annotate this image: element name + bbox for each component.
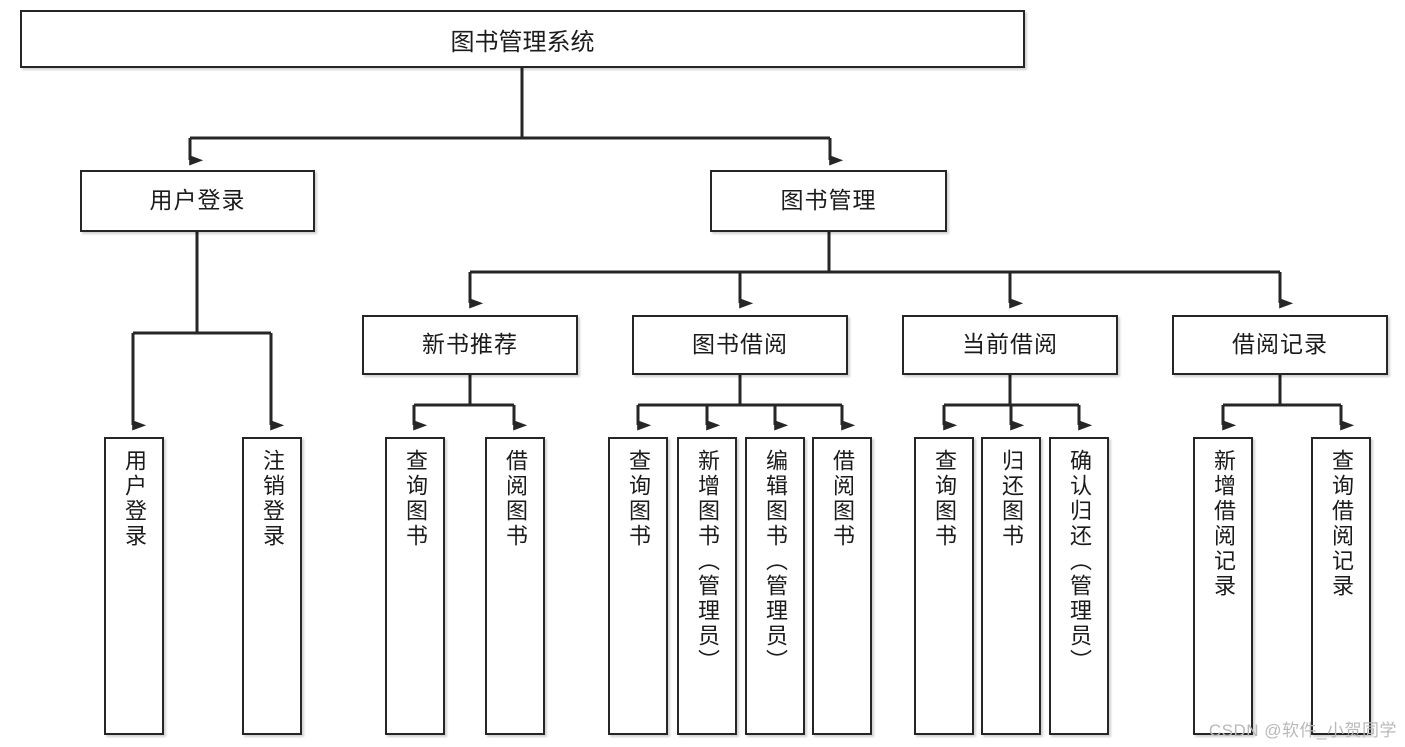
node-borrow-record[interactable]: 借阅记录: [1172, 315, 1388, 375]
leaf-new-book-query[interactable]: 查询图书: [385, 437, 445, 735]
leaf-current-borrow-confirm[interactable]: 确认归还（管理员）: [1049, 437, 1109, 735]
leaf-current-borrow-return[interactable]: 归还图书: [981, 437, 1041, 735]
leaf-new-book-borrow[interactable]: 借阅图书: [485, 437, 545, 735]
leaf-user-login-login[interactable]: 用户登录: [104, 437, 164, 735]
leaf-label: 归还图书: [999, 449, 1024, 549]
leaf-label: 确认归还（管理员）: [1067, 449, 1092, 674]
leaf-label: 新增借阅记录: [1211, 449, 1236, 599]
leaf-user-login-logout[interactable]: 注销登录: [242, 437, 302, 735]
leaf-book-borrow-query[interactable]: 查询图书: [608, 437, 668, 735]
node-user-login[interactable]: 用户登录: [80, 170, 315, 232]
node-current-borrow[interactable]: 当前借阅: [902, 315, 1118, 375]
node-root-system[interactable]: 图书管理系统: [20, 10, 1025, 68]
leaf-borrow-record-add[interactable]: 新增借阅记录: [1193, 437, 1253, 735]
leaf-book-borrow-borrow[interactable]: 借阅图书: [812, 437, 872, 735]
leaf-borrow-record-query[interactable]: 查询借阅记录: [1311, 437, 1371, 735]
leaf-label: 查询借阅记录: [1329, 449, 1354, 599]
leaf-label: 用户登录: [122, 449, 147, 549]
leaf-label: 借阅图书: [503, 449, 528, 549]
leaf-label: 注销登录: [260, 449, 285, 549]
leaf-label: 查询图书: [932, 449, 957, 549]
node-new-book-recommend[interactable]: 新书推荐: [362, 315, 578, 375]
leaf-book-borrow-add[interactable]: 新增图书（管理员）: [677, 437, 737, 735]
node-book-management[interactable]: 图书管理: [710, 170, 947, 232]
leaf-book-borrow-edit[interactable]: 编辑图书（管理员）: [745, 437, 805, 735]
leaf-label: 查询图书: [403, 449, 428, 549]
leaf-label: 编辑图书（管理员）: [763, 449, 788, 674]
leaf-label: 查询图书: [626, 449, 651, 549]
leaf-label: 借阅图书: [830, 449, 855, 549]
node-book-borrow[interactable]: 图书借阅: [632, 315, 848, 375]
leaf-current-borrow-query[interactable]: 查询图书: [914, 437, 974, 735]
watermark-credit: CSDN @软件_小贺同学: [1208, 721, 1397, 740]
leaf-label: 新增图书（管理员）: [695, 449, 720, 674]
